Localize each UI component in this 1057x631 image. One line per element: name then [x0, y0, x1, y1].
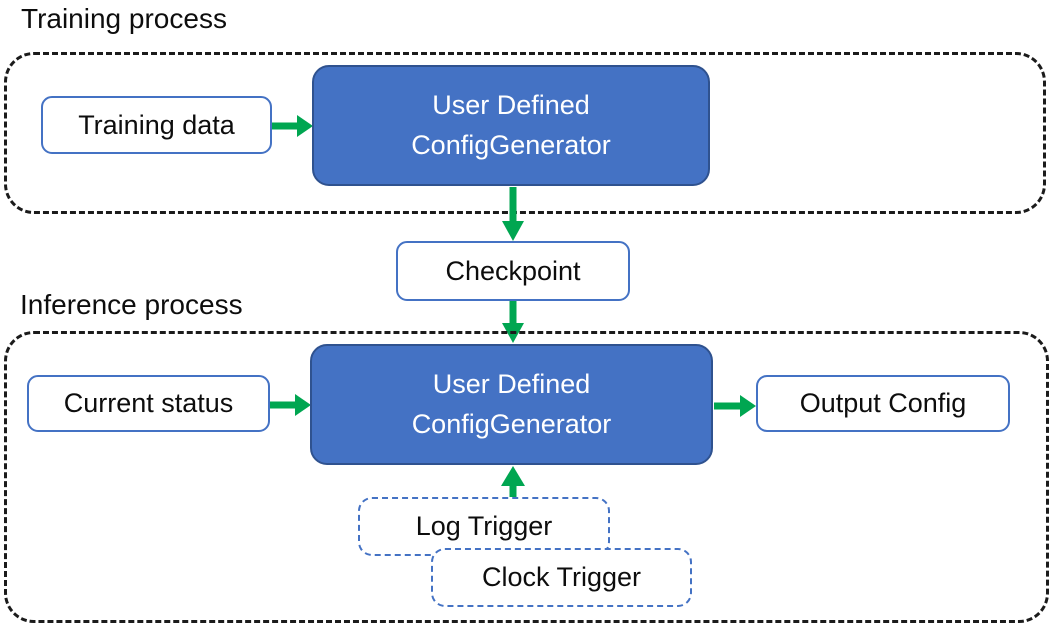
current-status-box: Current status [27, 375, 270, 432]
training-data-box: Training data [41, 96, 272, 154]
arrow-down-icon [498, 187, 528, 241]
clock-trigger-box: Clock Trigger [431, 548, 692, 607]
inference-config-generator-box: User Defined ConfigGenerator [310, 344, 713, 465]
inference-process-label: Inference process [20, 289, 243, 320]
arrow-right-icon [714, 391, 756, 421]
arrow-right-icon [272, 111, 313, 141]
inference-process-container [4, 331, 1049, 623]
inference-config-generator-line1: User Defined [432, 369, 591, 400]
checkpoint-box: Checkpoint [396, 241, 630, 301]
training-config-generator-line2: ConfigGenerator [411, 129, 611, 160]
training-process-container [4, 52, 1046, 214]
log-trigger-box: Log Trigger [358, 497, 610, 556]
training-config-generator-line1: User Defined [432, 90, 590, 121]
output-config-box: Output Config [756, 375, 1010, 432]
training-process-label: Training process [21, 3, 227, 34]
training-config-generator-box: User Defined ConfigGenerator [312, 65, 710, 186]
inference-config-generator-line2: ConfigGenerator [411, 408, 612, 439]
arrow-right-icon [270, 390, 311, 420]
arrow-up-icon [499, 466, 527, 499]
